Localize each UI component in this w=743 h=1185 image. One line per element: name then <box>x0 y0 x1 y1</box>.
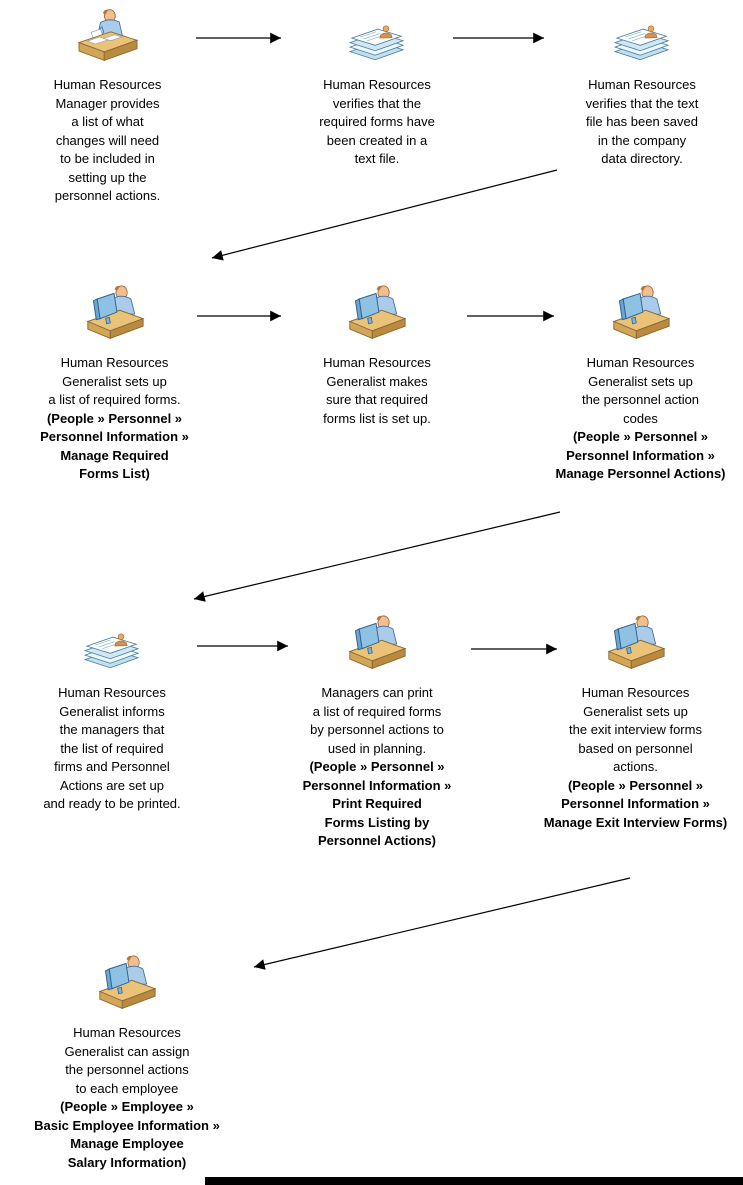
step-text: Managers can print a list of required fo… <box>310 685 444 756</box>
step-menu-path: (People » Personnel » Personnel Informat… <box>555 429 726 481</box>
step-text: Human Resources Generalist informs the m… <box>43 685 181 811</box>
flow-step-1: Human Resources Manager provides a list … <box>25 4 190 206</box>
flow-step-5: Human Resources Generalist makes sure th… <box>291 282 463 428</box>
arrow-step9-step10 <box>253 877 631 970</box>
step-menu-path: (People » Personnel » Personnel Informat… <box>543 777 728 830</box>
document-stack-icon <box>610 4 674 66</box>
flow-step-7: Human Resources Generalist informs the m… <box>22 612 202 814</box>
step-menu-path: (People » Personnel » Personnel Informat… <box>40 410 189 482</box>
step-menu-path: (People » Employee » Basic Employee Info… <box>34 1099 220 1170</box>
flow-step-10: Human Resources Generalist can assign th… <box>12 952 242 1172</box>
flow-step-6: Human Resources Generalist sets up the p… <box>538 282 743 484</box>
step-menu-path: (People » Personnel » Personnel Informat… <box>302 759 452 848</box>
step-text: Human Resources Manager provides a list … <box>53 77 162 203</box>
person-computer-icon <box>344 612 410 674</box>
flow-step-3: Human Resources verifies that the text f… <box>552 4 732 169</box>
cropped-bottom-bar <box>205 1177 743 1185</box>
arrow-step6-step7 <box>193 511 561 602</box>
flow-step-9: Human Resources Generalist sets up the e… <box>528 612 743 832</box>
person-computer-icon <box>603 612 669 674</box>
flow-step-8: Managers can print a list of required fo… <box>272 612 482 851</box>
step-text: Human Resources Generalist can assign th… <box>64 1025 190 1096</box>
person-computer-icon <box>94 952 160 1014</box>
step-text: Human Resources Generalist sets up the p… <box>581 355 700 426</box>
flow-step-4: Human Resources Generalist sets up a lis… <box>12 282 217 484</box>
step-text: Human Resources Generalist sets up the e… <box>569 685 702 774</box>
step-text: Human Resources verifies that the requir… <box>319 77 435 166</box>
arrow-step3-step4 <box>211 169 558 261</box>
document-stack-icon <box>345 4 409 66</box>
step-text: Human Resources Generalist sets up a lis… <box>48 355 181 407</box>
flow-step-2: Human Resources verifies that the requir… <box>293 4 461 169</box>
person-computer-icon <box>344 282 410 344</box>
document-stack-icon <box>80 612 144 674</box>
step-text: Human Resources verifies that the text f… <box>585 77 699 166</box>
person-computer-icon <box>82 282 148 344</box>
person-desk-icon <box>75 4 141 66</box>
step-text: Human Resources Generalist makes sure th… <box>323 355 431 426</box>
person-computer-icon <box>608 282 674 344</box>
